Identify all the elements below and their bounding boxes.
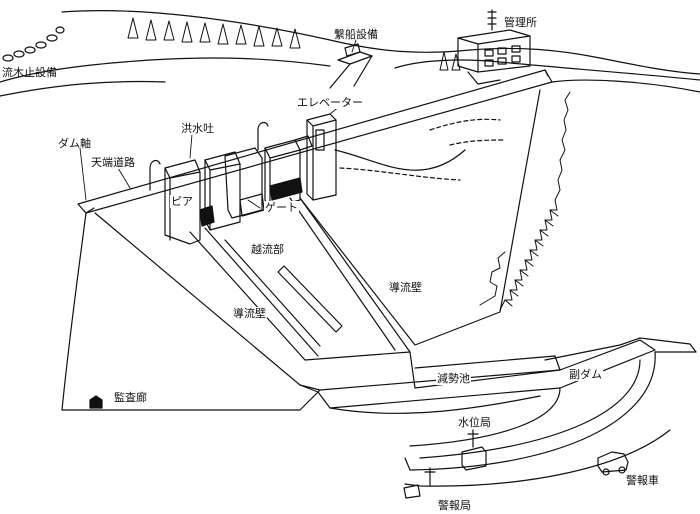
management-office	[457, 9, 531, 85]
gallery-entrance	[89, 395, 103, 409]
stepped-abutment	[479, 91, 571, 311]
label-dam-axis: ダム軸	[58, 137, 91, 150]
left-training-apron	[94, 212, 319, 393]
label-pier: ピア	[170, 195, 194, 208]
label-gate: ゲート	[264, 201, 299, 214]
right-dam-face	[299, 89, 541, 346]
label-elevator: エレベーター	[296, 96, 364, 109]
dam-crest	[77, 69, 700, 214]
alarm-station	[403, 467, 436, 499]
label-mooring-facility: 繋船設備	[334, 28, 378, 41]
stilling-basin	[299, 337, 697, 414]
spillway-chute	[189, 197, 411, 361]
label-stilling-basin: 減勢池	[436, 372, 471, 385]
alarm-vehicle	[597, 451, 629, 476]
debris-barrier-chain	[2, 26, 65, 62]
hill-ridge-right	[394, 59, 700, 81]
label-spillway: 洪水吐	[180, 122, 215, 135]
label-crest-road: 天端道路	[90, 156, 136, 169]
leader-lines	[79, 39, 357, 209]
elevator-tower	[306, 113, 337, 201]
label-management-office: 管理所	[504, 16, 537, 29]
mooring-facility	[329, 43, 373, 89]
label-debris-barrier: 流木止設備	[2, 66, 57, 79]
label-gauging-station: 水位局	[458, 416, 491, 429]
label-alarm-station: 警報局	[438, 499, 471, 512]
lake-edge	[0, 80, 166, 97]
shoreline	[0, 57, 331, 83]
label-inspection-gallery: 監査廊	[114, 391, 147, 404]
label-sub-dam: 副ダム	[568, 368, 603, 381]
left-abutment-slope	[61, 212, 321, 411]
gauging-station	[461, 429, 487, 471]
label-alarm-vehicle: 警報車	[626, 474, 659, 487]
far-hillside	[61, 10, 700, 75]
pier-gate-structures	[164, 135, 313, 245]
lamp-posts	[149, 121, 269, 191]
downstream-river	[404, 351, 671, 487]
label-training-wall-left: 導流壁	[232, 307, 267, 320]
label-training-wall-right: 導流壁	[388, 281, 423, 294]
label-overflow-section: 越流部	[250, 243, 285, 256]
